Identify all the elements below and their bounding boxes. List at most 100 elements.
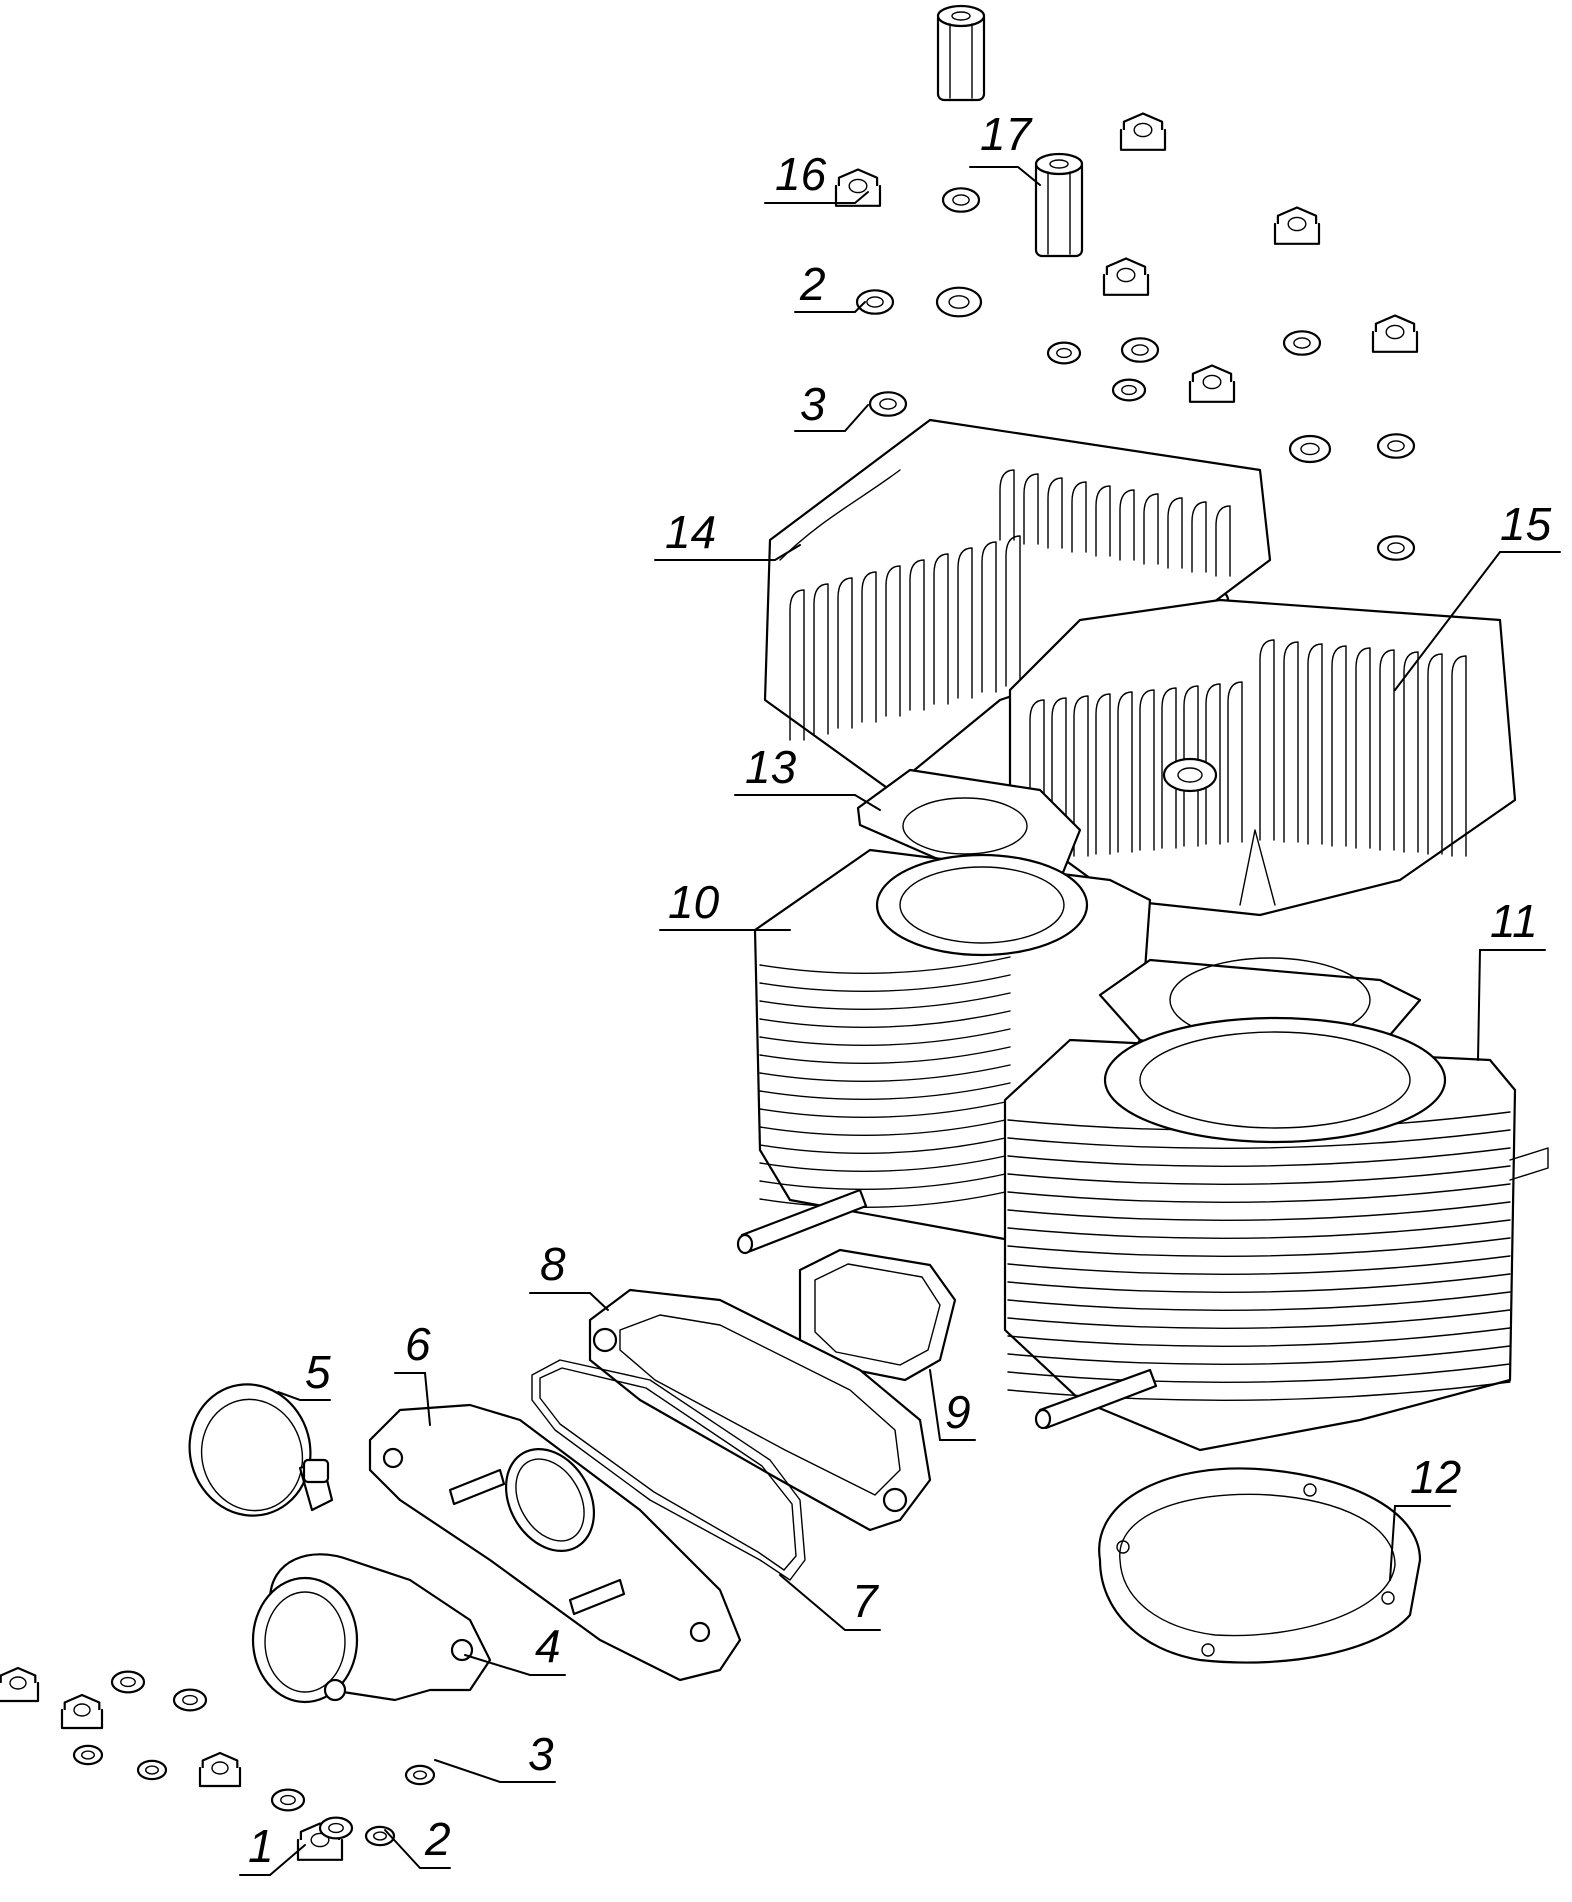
- cap-nuts-group: [0, 112, 1419, 1861]
- cooling-fin: [1167, 497, 1183, 569]
- washer: [1376, 535, 1416, 561]
- washer: [1111, 378, 1147, 402]
- cylinder-fin: [759, 1010, 1011, 1029]
- cylinder-fin: [1007, 1129, 1511, 1149]
- cooling-fin: [1205, 683, 1221, 845]
- washer: [935, 286, 983, 318]
- intake-elbow-4: [251, 1553, 492, 1704]
- cooling-fin: [1227, 681, 1243, 843]
- washer: [868, 391, 908, 417]
- callout-12: 12: [1410, 1451, 1461, 1503]
- cylinder-fin: [759, 1136, 1011, 1155]
- cooling-fin: [1403, 651, 1419, 853]
- callout-3-bottom: 3: [528, 1728, 554, 1780]
- cooling-fin: [1005, 535, 1021, 687]
- cylinder-fin: [1007, 1165, 1511, 1185]
- cooling-fin: [837, 577, 853, 729]
- cooling-fin: [1259, 639, 1275, 841]
- hose-clamp-5: [188, 1383, 334, 1517]
- long-spacer-top: [936, 4, 986, 102]
- cylinder-fin: [759, 974, 1011, 993]
- cooling-fin: [1451, 655, 1467, 857]
- washer: [404, 1764, 436, 1786]
- cylinder-fin: [759, 1046, 1011, 1065]
- cooling-fin: [1283, 641, 1299, 843]
- cooling-fin: [1191, 501, 1207, 573]
- callout-16: 16: [775, 148, 827, 200]
- cylinder-fin: [1007, 1219, 1511, 1239]
- hex-nut: [1188, 364, 1236, 403]
- cylinder-fin: [759, 1100, 1011, 1119]
- gasket-7: [531, 1359, 806, 1581]
- washer: [1376, 433, 1416, 459]
- cooling-fin: [1073, 695, 1089, 857]
- washer: [270, 1788, 306, 1812]
- cooling-fin: [1029, 699, 1045, 861]
- cooling-fin: [1183, 685, 1199, 847]
- cooling-fin: [909, 559, 925, 711]
- callout-14: 14: [665, 506, 716, 558]
- cylinder-fin: [759, 1028, 1011, 1047]
- cooling-fin: [1427, 653, 1443, 855]
- cylinder-fin: [1007, 1201, 1511, 1221]
- cooling-fin: [1071, 481, 1087, 553]
- cooling-fin: [1139, 689, 1155, 851]
- stud-right: [1034, 1368, 1158, 1430]
- hex-nut: [0, 1666, 40, 1703]
- hex-nut: [1119, 112, 1167, 151]
- callout-labels: 16 17 2 3 14 15 13 10 11 8 9 6 5 12 7 4 …: [248, 108, 1552, 1872]
- callout-15: 15: [1500, 498, 1552, 550]
- callout-5: 5: [305, 1346, 331, 1398]
- callout-2-top: 2: [799, 258, 826, 310]
- cooling-fin: [789, 589, 805, 741]
- cooling-fin: [1119, 489, 1135, 561]
- cylinder-fin: [759, 1154, 1011, 1173]
- hex-nut: [198, 1751, 242, 1788]
- cooling-fin: [933, 553, 949, 705]
- cooling-fin: [981, 541, 997, 693]
- cylinder-fin: [1007, 1147, 1511, 1167]
- callout-13: 13: [745, 741, 797, 793]
- cooling-fin: [1143, 493, 1159, 565]
- washer: [318, 1816, 354, 1840]
- cylinder-fin: [759, 1118, 1011, 1137]
- washer: [1282, 330, 1322, 356]
- cooling-fin: [813, 583, 829, 735]
- cooling-fin: [885, 565, 901, 717]
- cylinder-fin: [759, 1082, 1011, 1101]
- cylinder-fin: [1007, 1273, 1511, 1293]
- cylinder-fin: [759, 1190, 1011, 1209]
- cooling-fin: [957, 547, 973, 699]
- washer: [72, 1744, 104, 1766]
- callout-1: 1: [248, 1820, 274, 1872]
- spacer-17: [1034, 152, 1084, 258]
- intake-flange-6: [368, 1403, 742, 1682]
- hex-nut: [60, 1693, 104, 1730]
- callout-6: 6: [405, 1318, 431, 1370]
- cylinder-fin: [1007, 1237, 1511, 1257]
- washer: [172, 1688, 208, 1712]
- callout-7: 7: [852, 1575, 879, 1627]
- cooling-fin: [1307, 643, 1323, 845]
- washer: [941, 187, 981, 213]
- cylinder-fin: [759, 992, 1011, 1011]
- cylinder-fin: [759, 1172, 1011, 1191]
- callout-17: 17: [980, 108, 1033, 160]
- hex-nut: [834, 168, 882, 207]
- cylinder-fin: [1007, 1255, 1511, 1275]
- cylinder-fin: [1007, 1291, 1511, 1311]
- callout-11: 11: [1490, 895, 1538, 947]
- washer: [1120, 337, 1160, 363]
- washer: [1288, 434, 1332, 464]
- callout-9: 9: [945, 1386, 971, 1438]
- cooling-fin: [999, 469, 1015, 541]
- cooling-fin: [1047, 477, 1063, 549]
- cooling-fin: [1117, 691, 1133, 853]
- cylinder-fin: [759, 956, 1011, 975]
- cooling-fin: [1095, 485, 1111, 557]
- cooling-fin: [1051, 697, 1067, 859]
- cylinder-fin: [1007, 1183, 1511, 1203]
- washer: [855, 289, 895, 315]
